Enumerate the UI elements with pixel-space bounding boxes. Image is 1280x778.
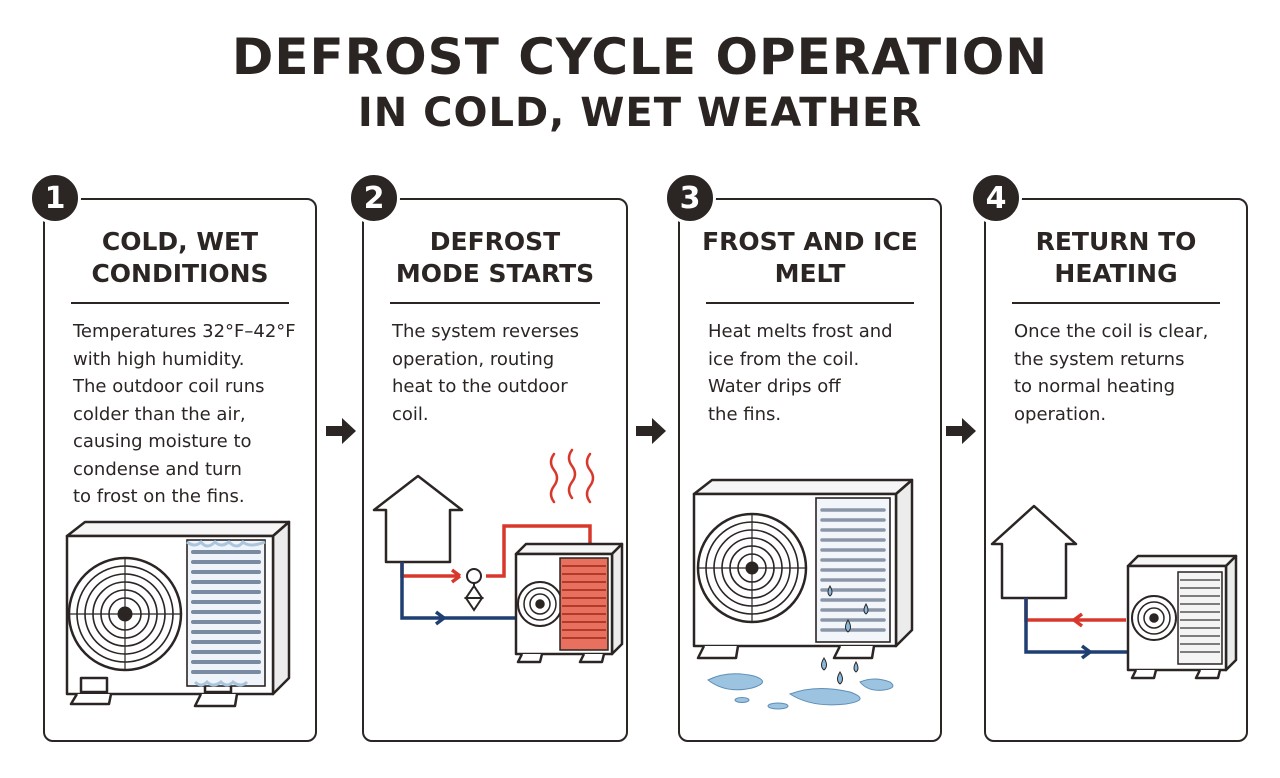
step-panel-3: 3 FROST AND ICE MELT Heat melts frost an… (664, 172, 942, 742)
title-line-1: DEFROST CYCLE OPERATION (231, 28, 1049, 86)
heating-flow-illustration (990, 504, 1238, 680)
refrigerant-lines (1024, 598, 1132, 660)
fan-icon (696, 512, 808, 624)
valve-icon (464, 568, 484, 612)
water-puddle (707, 673, 894, 710)
defrost-flow-illustration (372, 448, 624, 664)
title-line-2: IN COLD, WET WEATHER (357, 90, 923, 136)
step-divider-2 (390, 302, 600, 304)
frosted-outdoor-unit-illustration (65, 520, 291, 708)
step-divider-4 (1012, 302, 1220, 304)
melting-outdoor-unit-illustration (692, 478, 914, 710)
step-description-3: Heat melts frost and ice from the coil. … (708, 321, 893, 425)
arrow-right-icon (326, 418, 356, 444)
step-panel-1: 1 COLD, WET CONDITIONS Temperatures 32°F… (29, 172, 317, 742)
heat-waves-icon (549, 448, 595, 504)
step-title-2: DEFROST MODE STARTS (395, 227, 595, 288)
step-divider-1 (71, 302, 289, 304)
step-divider-3 (706, 302, 914, 304)
water-drop-icon (821, 584, 869, 685)
fan-icon (1131, 595, 1177, 641)
step-badge-1: 1 (29, 172, 81, 224)
refrigerant-lines (400, 524, 592, 626)
step-description-2: The system reverses operation, routing h… (392, 321, 580, 425)
house-icon (990, 504, 1078, 600)
arrow-right-icon (946, 418, 976, 444)
step-badge-4: 4 (970, 172, 1022, 224)
clear-coil (1177, 571, 1223, 665)
step-panel-2: 2 DEFROST MODE STARTS The system reverse… (348, 172, 628, 742)
step-panel-4: 4 RETURN TO HEATING Once the coil is cle… (970, 172, 1248, 742)
frosted-coil (186, 539, 266, 687)
step-description-1: Temperatures 32°F–42°F with high humidit… (73, 321, 296, 507)
fan-icon (67, 556, 183, 672)
step-title-3: FROST AND ICE MELT (702, 227, 918, 288)
melting-coil (815, 497, 891, 643)
step-title-4: RETURN TO HEATING (1035, 227, 1197, 288)
arrow-right-icon (636, 418, 666, 444)
step-badge-2: 2 (348, 172, 400, 224)
house-icon (372, 474, 464, 564)
step-description-4: Once the coil is clear, the system retur… (1014, 321, 1209, 425)
step-title-1: COLD, WET CONDITIONS (91, 227, 269, 288)
step-badge-3: 3 (664, 172, 716, 224)
heated-coil (559, 557, 609, 651)
fan-icon (517, 581, 563, 627)
